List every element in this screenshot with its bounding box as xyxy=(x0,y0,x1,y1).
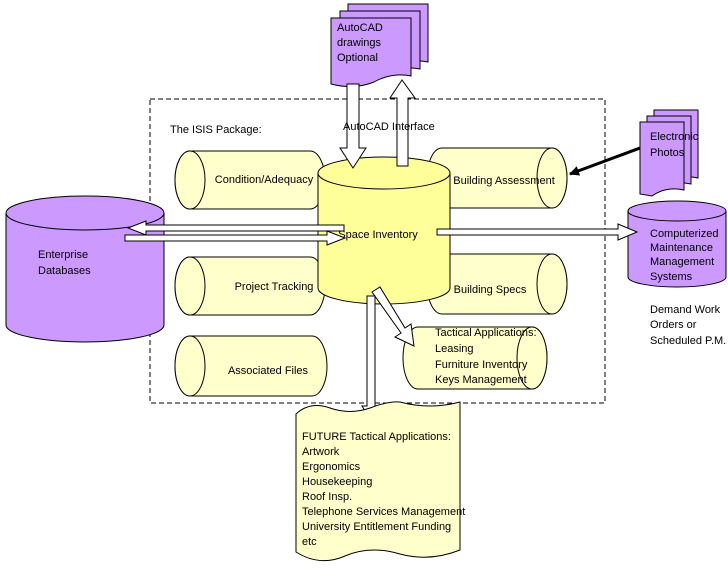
enterprise-databases: Enterprise Databases xyxy=(5,195,165,343)
tactical-applications: Tactical Applications: Leasing Furniture… xyxy=(402,326,548,390)
package-label: The ISIS Package: xyxy=(170,124,262,136)
module-project-tracking-label: Project Tracking xyxy=(235,281,314,293)
module-associated-files-label: Associated Files xyxy=(228,365,309,377)
future-line-4: Housekeeping xyxy=(302,476,372,488)
future-line-8: etc xyxy=(302,536,317,548)
cmms-line-1: Computerized xyxy=(650,228,718,240)
autocad-line-2: drawings xyxy=(337,37,382,49)
future-line-3: Ergonomics xyxy=(302,461,361,473)
autocad-up-arrow xyxy=(389,79,416,167)
module-building-assessment-label: Building Assessment xyxy=(453,175,555,187)
tactical-line-1: Tactical Applications: xyxy=(435,327,537,339)
autocad-line-1: AutoCAD xyxy=(337,22,383,34)
autocad-down-arrow xyxy=(339,83,367,169)
autocad-interface-label: AutoCAD Interface xyxy=(343,121,435,133)
future-line-1: FUTURE Tactical Applications: xyxy=(302,431,451,443)
cmms-systems: Computerized Maintenance Management Syst… xyxy=(627,200,727,288)
tactical-line-2: Leasing xyxy=(435,343,474,355)
demand-line-1: Demand Work xyxy=(650,304,721,316)
cmms-line-2: Maintenance xyxy=(650,242,713,254)
enterprise-from-space-arrow xyxy=(126,220,345,236)
enterprise-line-2: Databases xyxy=(38,265,91,277)
module-building-specs: Building Specs xyxy=(426,253,568,315)
tactical-line-4: Keys Management xyxy=(435,374,527,386)
module-building-assessment: Building Assessment xyxy=(426,147,568,209)
space-to-cmms-arrow xyxy=(436,223,639,241)
space-to-future-arrow xyxy=(361,295,381,421)
autocad-drawings-doc: AutoCAD drawings Optional xyxy=(330,3,429,88)
module-building-specs-label: Building Specs xyxy=(454,284,527,296)
module-condition-adequacy: Condition/Adequacy xyxy=(174,150,326,210)
future-applications-doc: FUTURE Tactical Applications: Artwork Er… xyxy=(295,401,465,562)
space-inventory-label: Space Inventory xyxy=(338,229,418,241)
photos-line-2: Photos xyxy=(650,147,685,159)
autocad-line-3: Optional xyxy=(337,52,378,64)
future-line-2: Artwork xyxy=(302,446,340,458)
cmms-line-4: Systems xyxy=(650,271,693,283)
module-condition-label: Condition/Adequacy xyxy=(215,174,314,186)
demand-line-2: Orders or xyxy=(650,319,697,331)
enterprise-to-space-arrow xyxy=(124,230,347,246)
future-line-7: University Entitlement Funding xyxy=(302,521,451,533)
module-project-tracking: Project Tracking xyxy=(174,256,326,316)
module-associated-files: Associated Files xyxy=(174,335,328,397)
electronic-photos-doc: Electronic Photos xyxy=(639,109,699,197)
enterprise-line-1: Enterprise xyxy=(38,249,88,261)
future-line-5: Roof Insp. xyxy=(302,491,352,503)
cmms-line-3: Management xyxy=(650,256,714,268)
photos-arrow xyxy=(569,146,641,176)
isis-package-boundary xyxy=(149,98,606,404)
tactical-line-3: Furniture Inventory xyxy=(435,359,528,371)
future-line-6: Telephone Services Management xyxy=(302,506,465,518)
space-to-tactical-arrow xyxy=(371,286,415,347)
demand-line-3: Scheduled P.M. xyxy=(650,335,726,347)
photos-line-1: Electronic xyxy=(650,131,699,143)
